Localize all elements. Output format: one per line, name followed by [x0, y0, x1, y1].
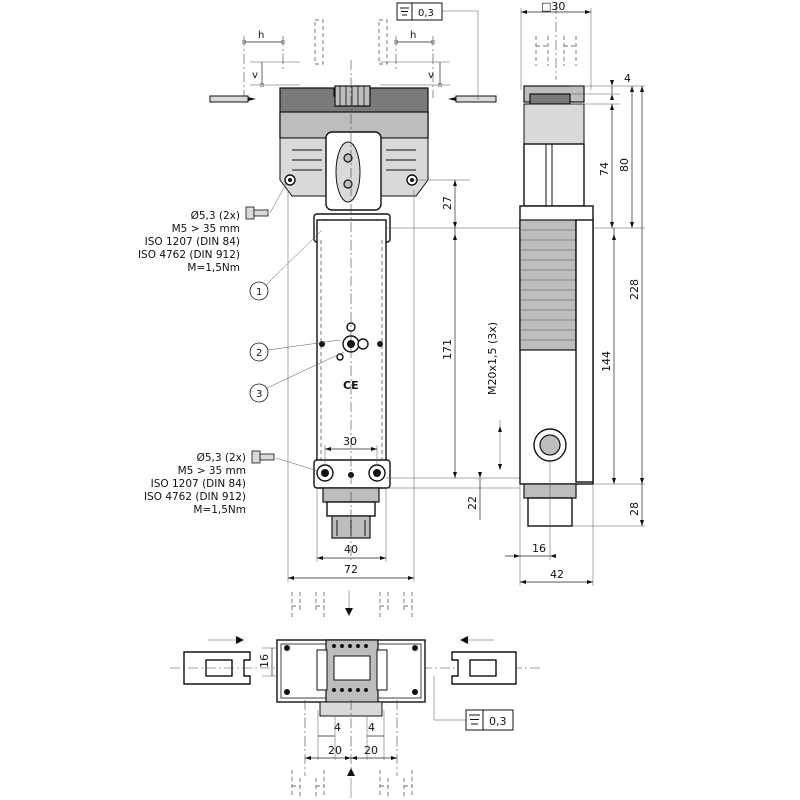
side-view: □30 — [505, 0, 645, 586]
svg-text:ISO 4762 (DIN 912): ISO 4762 (DIN 912) — [138, 249, 240, 261]
dim-40: 40 — [344, 543, 358, 556]
v-label-left: v — [252, 70, 258, 81]
dim-80: 80 — [618, 158, 631, 172]
v-label-right: v — [428, 70, 434, 81]
dim-74: 74 — [598, 162, 611, 176]
callout-3: 3 — [249, 351, 345, 403]
svg-text:M=1,5Nm: M=1,5Nm — [193, 504, 246, 516]
dim-30-front: 30 — [343, 435, 357, 448]
tolerance-value-top: 0,3 — [418, 8, 434, 19]
actuator-icon — [183, 651, 251, 685]
flatness-symbol-icon — [400, 7, 409, 16]
bottom-view: 16 0,3 4 4 20 20 — [170, 590, 540, 798]
dim-22: 22 — [466, 496, 479, 510]
callout-2: 2 — [249, 339, 341, 362]
mount-note-bottom: Ø5,3 (2x) M5 > 35 mm ISO 1207 (DIN 84) I… — [144, 452, 246, 516]
svg-text:Ø5,3 (2x): Ø5,3 (2x) — [191, 210, 240, 222]
svg-text:1: 1 — [256, 287, 262, 298]
dim-42: 42 — [550, 568, 564, 581]
switch-head — [279, 85, 429, 211]
front-view: h v h v 0,3 — [138, 2, 520, 582]
dim-72: 72 — [344, 563, 358, 576]
dim-16-bottom: 16 — [258, 654, 271, 668]
dim-171: 171 — [441, 339, 454, 360]
tolerance-value-bottom: 0,3 — [489, 715, 507, 728]
screw-icon — [245, 206, 269, 220]
svg-text:M5 > 35 mm: M5 > 35 mm — [178, 465, 246, 477]
dim-4-bottom-right: 4 — [368, 721, 375, 734]
tolerance-frame-top — [396, 2, 443, 21]
lower-flange — [313, 459, 391, 489]
callout-1: 1 — [249, 229, 323, 301]
dim-27: 27 — [441, 196, 454, 210]
svg-text:ISO 1207 (DIN 84): ISO 1207 (DIN 84) — [151, 478, 246, 490]
flatness-symbol-icon — [469, 714, 480, 725]
svg-text:3: 3 — [256, 389, 262, 400]
dim-4-side: 4 — [624, 72, 631, 85]
dim-16-side: 16 — [532, 542, 546, 555]
h-label-right: h — [410, 30, 416, 41]
dim-144: 144 — [600, 351, 613, 372]
dim-20-right: 20 — [364, 744, 378, 757]
dim-20-left: 20 — [328, 744, 342, 757]
svg-text:ISO 4762 (DIN 912): ISO 4762 (DIN 912) — [144, 491, 246, 503]
svg-text:Ø5,3 (2x): Ø5,3 (2x) — [197, 452, 246, 464]
h-label-left: h — [258, 30, 264, 41]
screw-icon-lower — [251, 450, 275, 464]
fin-lines — [520, 229, 576, 341]
dim-square-30: □30 — [541, 0, 565, 13]
svg-text:M=1,5Nm: M=1,5Nm — [187, 262, 240, 274]
dim-28: 28 — [628, 502, 641, 516]
mount-note-top: Ø5,3 (2x) M5 > 35 mm ISO 1207 (DIN 84) I… — [138, 210, 240, 274]
dim-228: 228 — [628, 279, 641, 300]
conduit-label: M20x1,5 (3x) — [486, 322, 499, 395]
svg-text:M5 > 35 mm: M5 > 35 mm — [172, 223, 240, 235]
dim-4-bottom-left: 4 — [334, 721, 341, 734]
svg-text:2: 2 — [256, 348, 262, 359]
svg-text:ISO 1207 (DIN 84): ISO 1207 (DIN 84) — [145, 236, 240, 248]
bottom-dots — [332, 644, 368, 692]
